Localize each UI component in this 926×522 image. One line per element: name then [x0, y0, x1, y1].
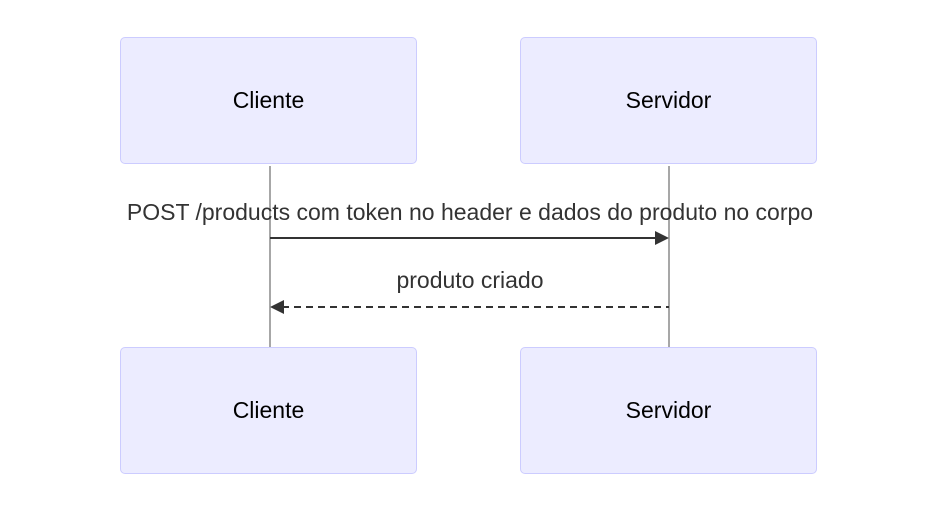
actor-label-servidor-top: Servidor [625, 87, 712, 113]
actor-box-cliente-top: Cliente [120, 37, 417, 164]
message-arrow-dashed [282, 306, 669, 308]
actor-box-servidor-bottom: Servidor [520, 347, 817, 474]
arrowhead-right-icon [655, 231, 669, 245]
actor-label-cliente-bottom: Cliente [232, 397, 305, 423]
lifeline-cliente [269, 166, 271, 347]
actor-label-cliente-top: Cliente [232, 87, 305, 113]
message-arrow-solid [270, 237, 657, 239]
actor-box-servidor-top: Servidor [520, 37, 817, 164]
actor-label-servidor-bottom: Servidor [625, 397, 712, 423]
message-label-produto-criado: produto criado [396, 267, 544, 293]
actor-box-cliente-bottom: Cliente [120, 347, 417, 474]
lifeline-servidor [668, 166, 670, 347]
message-label-post-products: POST /products com token no header e dad… [126, 199, 814, 225]
arrowhead-left-icon [270, 300, 284, 314]
